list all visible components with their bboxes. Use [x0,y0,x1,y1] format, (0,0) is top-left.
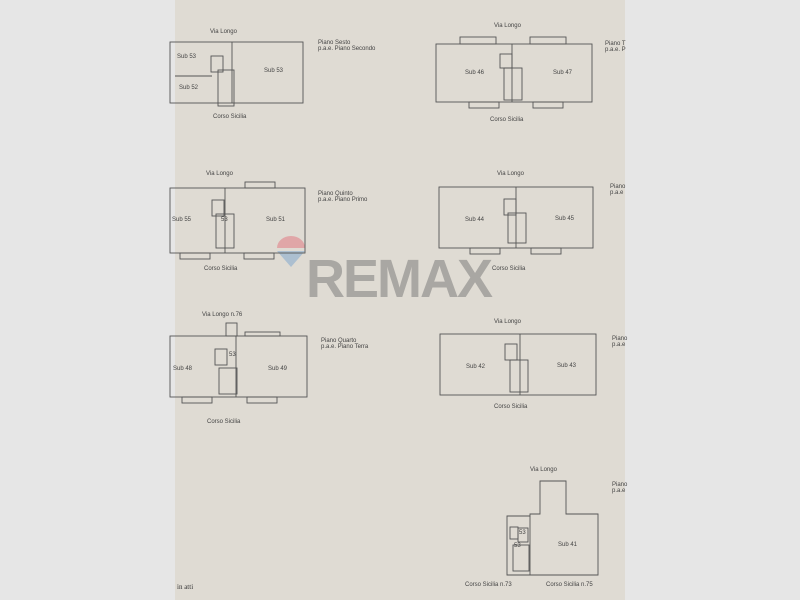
plan-label: Via Longo n.76 [202,312,243,318]
plan-piano-6: Via Longo Sub 42 Sub 43 Corso Sicilia Pi… [439,319,628,410]
plan-piano-quarto: Via Longo n.76 Sub 48 Sub 49 53 Corso Si… [169,312,369,425]
plan-label: p.a.e. Piano Primo [318,197,368,203]
plan-label: Piano Sesto [318,40,351,46]
plan-label: Sub 52 [179,85,199,91]
plan-label: Corso Sicilia n.75 [546,582,593,588]
plan-label: Piano [612,482,628,488]
plan-label: Piano [612,336,628,342]
plan-piano-7: Via Longo Sub 41 53 53 Corso Sicilia n.7… [465,467,628,588]
floor-plan-sheet [175,0,625,600]
plan-label: Sub 46 [465,70,485,76]
plan-label: Via Longo [530,467,558,473]
plan-label: Sub 45 [555,216,575,222]
plan-label: Sub 49 [268,366,288,372]
plan-label: p.a.e [610,190,624,196]
plan-label: Corso Sicilia [204,266,238,272]
plan-label: Sub 41 [558,542,578,548]
plan-piano-quinto: Via Longo Sub 55 Sub 51 53 Corso Sicilia… [169,171,368,272]
plan-label: Piano Quinto [318,191,353,197]
plan-label: Corso Sicilia [207,419,241,425]
plan-label: Corso Sicilia [494,404,528,410]
footer-note: in atti [177,583,193,591]
plan-label: Corso Sicilia n.73 [465,582,512,588]
plan-label: 53 [519,530,526,536]
plan-piano-t: Via Longo Sub 46 Sub 47 Corso Sicilia Pi… [435,23,626,123]
plan-label: Piano [610,184,626,190]
plan-label: p.a.e. Piano Terra [321,344,369,350]
plan-label: Corso Sicilia [492,266,526,272]
plan-piano-4: Via Longo Sub 44 Sub 45 Corso Sicilia Pi… [438,171,626,272]
plan-label: Piano T [605,41,626,47]
plan-label: 53 [229,352,236,358]
plan-label: 53 [514,543,521,549]
remax-watermark: REMAX [277,236,495,309]
plan-label: Sub 48 [173,366,193,372]
plan-label: p.a.e. Piano Secondo [318,46,376,52]
plan-label: Via Longo [494,23,522,29]
plan-label: Sub 53 [177,54,197,60]
plan-label: Corso Sicilia [213,114,247,120]
plan-label: Sub 43 [557,363,577,369]
plan-label: Sub 44 [465,217,485,223]
plan-label: Sub 55 [172,217,192,223]
plan-label: Via Longo [210,29,238,35]
plan-label: p.a.e [612,488,626,494]
plan-label: Via Longo [497,171,525,177]
plan-label: 53 [221,217,228,223]
plan-label: Sub 53 [264,68,284,74]
plan-label: Piano Quarto [321,338,357,344]
plan-label: Sub 47 [553,70,573,76]
plan-piano-sesto: Via Longo Sub 53 Sub 52 Sub 53 Corso Sic… [169,29,376,120]
plan-label: Corso Sicilia [490,117,524,123]
plan-label: Via Longo [206,171,234,177]
balloon-logo-icon [277,236,305,248]
plan-label: Via Longo [494,319,522,325]
plan-label: Sub 42 [466,364,486,370]
plan-label: p.a.e [612,342,626,348]
plan-label: Sub 51 [266,217,286,223]
plan-label: p.a.e. P [605,47,626,53]
watermark-text: REMAX [306,249,493,309]
